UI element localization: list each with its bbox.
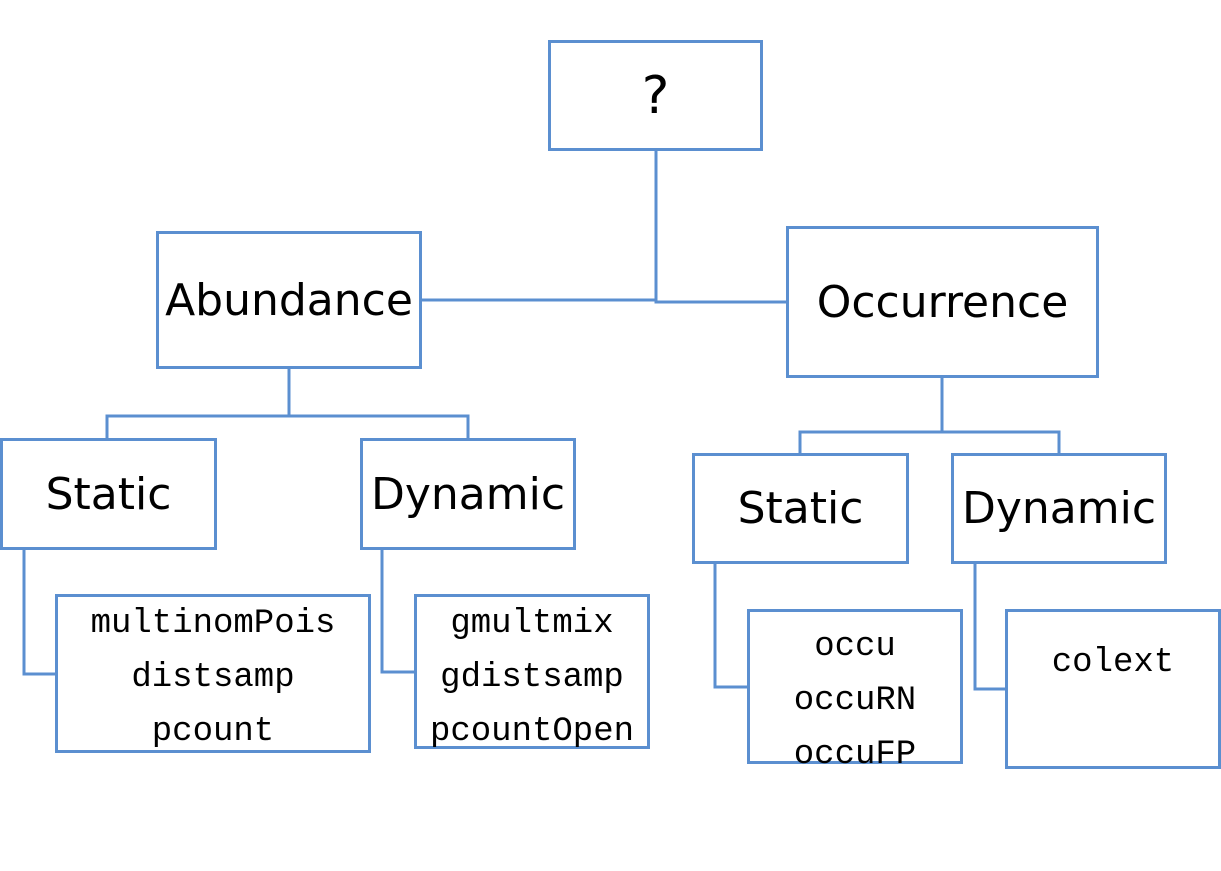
function-name: occu [814,628,896,666]
connector-abundance-dynamic-functions [380,549,415,674]
connector-abundance-split [105,368,291,439]
function-name: pcountOpen [429,713,635,751]
abundance-dynamic-label: Dynamic [370,468,566,520]
function-name: occuFP [793,736,917,774]
abundance-static-label: Static [45,468,172,520]
function-name: distsamp [131,659,295,697]
occurrence-node: Occurrence [786,226,1099,378]
connector-occurrence-static-functions [713,563,748,689]
occurrence-label: Occurrence [816,276,1069,328]
abundance-dynamic-functions-box: gmultmix gdistsamp pcountOpen [414,594,650,751]
connector-abundance-static-functions [22,549,56,676]
function-name: gdistsamp [440,659,624,697]
occurrence-dynamic-node: Dynamic [951,453,1167,564]
occurrence-static-functions-box: occu occuRN occuFP [747,609,963,774]
function-name: occuRN [793,682,917,720]
root-node: ? [548,40,763,151]
occurrence-static-label: Static [737,483,864,534]
function-name: multinomPois [90,605,336,643]
function-name: colext [1051,644,1175,682]
connector-root-occurrence [654,300,787,304]
abundance-dynamic-node: Dynamic [360,438,576,550]
connector-occurrence-dynamic [942,430,1061,454]
function-name: pcount [151,713,275,751]
connector-abundance-dynamic [289,414,470,439]
root-label: ? [641,65,670,126]
abundance-node: Abundance [156,231,422,369]
occurrence-dynamic-label: Dynamic [961,483,1157,534]
connector-root-abundance [421,150,658,302]
connector-occurrence-dynamic-functions [973,563,1006,691]
function-name: gmultmix [450,605,614,643]
abundance-static-functions-box: multinomPois distsamp pcount [55,594,371,753]
occurrence-dynamic-functions-box: colext [1005,609,1221,769]
occurrence-static-node: Static [692,453,909,564]
abundance-static-node: Static [0,438,217,550]
abundance-label: Abundance [165,274,413,326]
connector-occurrence-split [798,377,944,454]
